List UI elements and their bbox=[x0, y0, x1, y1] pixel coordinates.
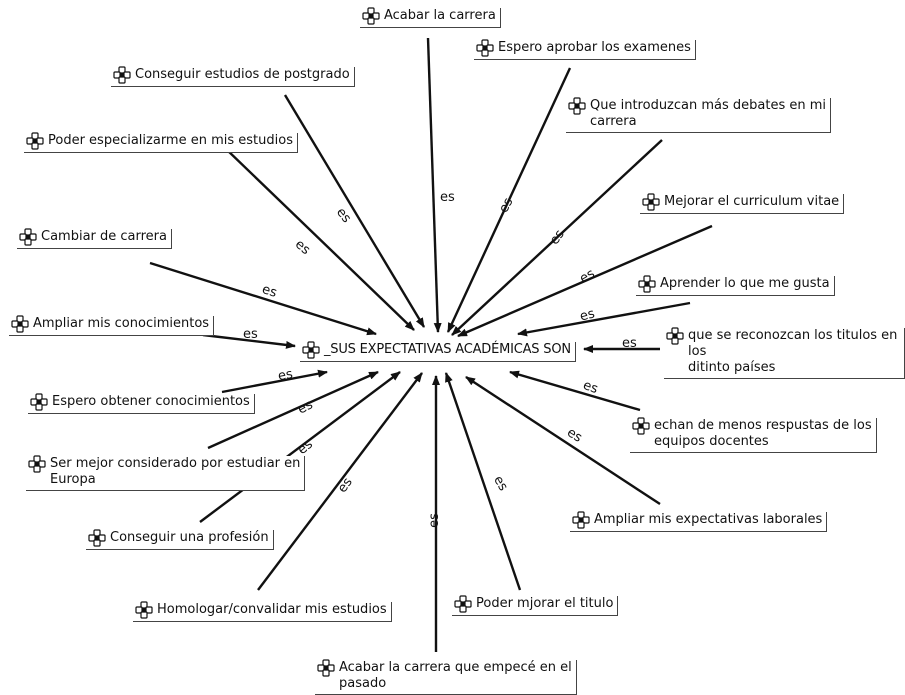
concept-label: Que introduzcan más debates en mi carrer… bbox=[590, 98, 827, 129]
concept-node-echan-de-menos[interactable]: echan de menos respustas de los equipos … bbox=[630, 417, 877, 453]
concept-node-introduzcan-debates[interactable]: Que introduzcan más debates en mi carrer… bbox=[566, 97, 832, 133]
edge-cambiar-carrera bbox=[149, 261, 377, 336]
concept-node-conseguir-profesion[interactable]: Conseguir una profesión bbox=[86, 529, 274, 550]
edge-label-obtener-conocimientos: es bbox=[276, 366, 294, 385]
concept-icon bbox=[88, 529, 106, 547]
concept-label: Cambiar de carrera bbox=[41, 229, 167, 244]
concept-label: echan de menos respustas de los equipos … bbox=[654, 418, 872, 449]
concept-icon bbox=[572, 511, 590, 529]
edge-label-acabar-empece: es bbox=[426, 513, 442, 528]
concept-node-acabar-la-carrera[interactable]: Acabar la carrera bbox=[360, 7, 501, 28]
concept-label: Espero aprobar los examenes bbox=[498, 40, 691, 55]
concept-icon bbox=[302, 341, 320, 359]
concept-node-acabar-empece[interactable]: Acabar la carrera que empecé en el pasad… bbox=[315, 659, 577, 695]
concept-label: Espero obtener conocimientos bbox=[52, 394, 250, 409]
edge-label-acabar-la-carrera: es bbox=[440, 190, 455, 205]
concept-icon bbox=[638, 275, 656, 293]
concept-label: Conseguir una profesión bbox=[110, 530, 269, 545]
concept-node-mejorar-curriculum[interactable]: Mejorar el curriculum vitae bbox=[640, 193, 845, 214]
concept-node-cambiar-carrera[interactable]: Cambiar de carrera bbox=[17, 228, 172, 249]
central-concept[interactable]: _SUS EXPECTATIVAS ACADÉMICAS SON bbox=[300, 341, 576, 362]
concept-label: Poder mjorar el titulo bbox=[476, 596, 614, 611]
edge-poder-mejorar-titulo bbox=[444, 372, 522, 591]
concept-icon bbox=[317, 659, 335, 677]
concept-node-homologar[interactable]: Homologar/convalidar mis estudios bbox=[133, 601, 392, 622]
edge-mejorar-curriculum bbox=[457, 224, 713, 338]
concept-node-poder-mejorar-titulo[interactable]: Poder mjorar el titulo bbox=[452, 595, 619, 616]
concept-node-aprender-gusta[interactable]: Aprender lo que me gusta bbox=[636, 275, 835, 296]
edge-homologar bbox=[257, 372, 423, 591]
edge-acabar-la-carrera bbox=[426, 37, 442, 333]
concept-label: Homologar/convalidar mis estudios bbox=[157, 602, 387, 617]
concept-label: Poder especializarme en mis estudios bbox=[48, 133, 293, 148]
concept-icon bbox=[632, 417, 650, 435]
edge-label-ampliar-conocimientos: es bbox=[243, 327, 258, 342]
concept-icon bbox=[454, 595, 472, 613]
concept-icon bbox=[642, 193, 660, 211]
concept-icon bbox=[476, 39, 494, 57]
concept-icon bbox=[113, 66, 131, 84]
edge-postgrado bbox=[283, 94, 426, 328]
concept-icon bbox=[26, 132, 44, 150]
concept-label: Conseguir estudios de postgrado bbox=[135, 67, 350, 82]
edge-conseguir-profesion bbox=[199, 371, 401, 523]
concept-label: Acabar la carrera que empecé en el pasad… bbox=[339, 660, 572, 691]
concept-label: Mejorar el curriculum vitae bbox=[664, 194, 840, 209]
edge-ampliar-conocimientos bbox=[202, 333, 296, 349]
concept-node-postgrado[interactable]: Conseguir estudios de postgrado bbox=[111, 66, 355, 87]
edge-aprender-gusta bbox=[517, 301, 691, 337]
edge-especializarme bbox=[224, 147, 415, 331]
concept-node-especializarme[interactable]: Poder especializarme en mis estudios bbox=[24, 132, 298, 153]
concept-node-reconozcan-titulos[interactable]: que se reconozcan los titulos en los dit… bbox=[664, 327, 905, 379]
concept-icon bbox=[30, 393, 48, 411]
edge-mejor-considerado bbox=[207, 370, 379, 450]
concept-icon bbox=[568, 97, 586, 115]
concept-node-mejor-considerado[interactable]: Ser mejor considerado por estudiar en Eu… bbox=[26, 455, 306, 491]
concept-node-ampliar-expectativas[interactable]: Ampliar mis expectativas laborales bbox=[570, 511, 828, 532]
concept-icon bbox=[135, 601, 153, 619]
concept-label: Ampliar mis conocimientos bbox=[33, 316, 210, 331]
concept-icon bbox=[19, 228, 37, 246]
edge-label-reconozcan-titulos: es bbox=[622, 336, 637, 351]
edge-introduzcan-debates bbox=[451, 139, 663, 336]
concept-label: Aprender lo que me gusta bbox=[660, 276, 830, 291]
concept-icon bbox=[362, 7, 380, 25]
concept-label: Ser mejor considerado por estudiar en Eu… bbox=[50, 456, 301, 487]
concept-node-obtener-conocimientos[interactable]: Espero obtener conocimientos bbox=[28, 393, 255, 414]
concept-label: Ampliar mis expectativas laborales bbox=[594, 512, 823, 527]
concept-icon bbox=[666, 327, 684, 345]
concept-node-ampliar-conocimientos[interactable]: Ampliar mis conocimientos bbox=[9, 315, 215, 336]
concept-label: que se reconozcan los titulos en los dit… bbox=[688, 328, 898, 375]
concept-icon bbox=[28, 455, 46, 473]
edge-obtener-conocimientos bbox=[221, 369, 328, 394]
edge-ampliar-expectativas bbox=[465, 375, 661, 506]
edge-espero-aprobar bbox=[446, 67, 572, 333]
concept-icon bbox=[11, 315, 29, 333]
edge-echan-de-menos bbox=[509, 370, 641, 412]
concept-label: Acabar la carrera bbox=[384, 8, 496, 23]
concept-node-espero-aprobar[interactable]: Espero aprobar los examenes bbox=[474, 39, 696, 60]
